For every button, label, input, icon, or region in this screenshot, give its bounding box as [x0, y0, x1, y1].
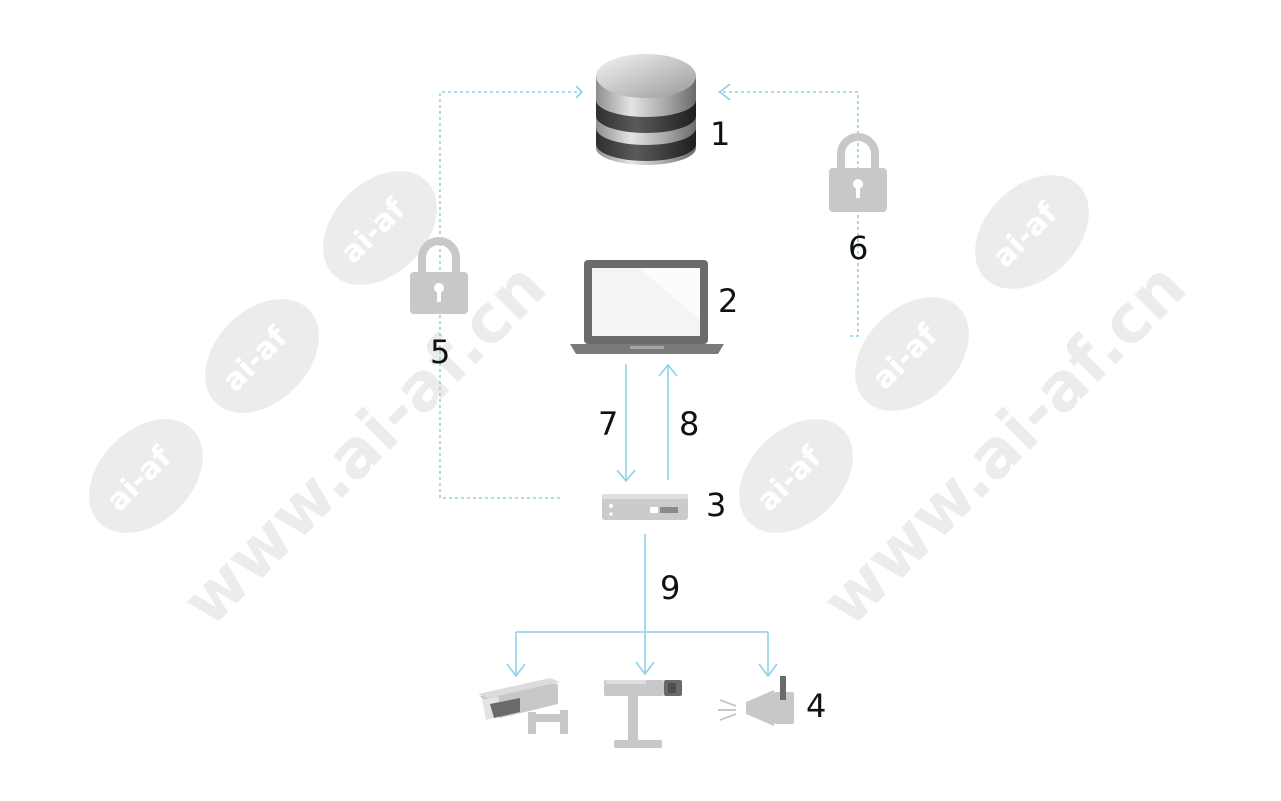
box-camera-icon: [604, 680, 682, 748]
arrowhead-right: [718, 83, 731, 101]
watermark-badge: [89, 419, 203, 533]
label-door-controller: 3: [706, 486, 727, 524]
dashed-connector-left: [439, 85, 584, 499]
arrowhead-right-device: [758, 663, 778, 678]
watermark-url: www.ai-af.cn: [807, 247, 1200, 640]
dashed-connector-right: [718, 91, 859, 337]
horn-speaker-icon: [718, 676, 794, 726]
network-door-controller-icon: [602, 494, 688, 520]
padlock-icon: [829, 133, 887, 212]
label-database: 1: [710, 115, 731, 153]
label-lock-right: 6: [848, 229, 869, 267]
watermark-badge: [205, 299, 319, 413]
arrowhead-left-device: [506, 663, 526, 678]
connector-lines: [439, 83, 859, 678]
label-arrow-down: 7: [598, 405, 619, 443]
bullet-camera-icon: [478, 678, 568, 734]
watermark-badge-text-layer: ai-af ai-af ai-af ai-af ai-af ai-af: [100, 191, 1065, 518]
arrowhead-mid-device: [635, 661, 655, 676]
label-peripherals: 4: [806, 687, 827, 725]
arrowhead-down: [616, 469, 636, 483]
watermark-layer: [89, 171, 1089, 533]
watermark-badge: [739, 419, 853, 533]
label-lock-left: 5: [430, 333, 451, 371]
watermark-badge: [855, 297, 969, 411]
label-arrow-up: 8: [679, 405, 700, 443]
laptop-icon: [570, 260, 724, 354]
watermark-url: www.ai-af.cn: [167, 247, 560, 640]
watermark-badge: [975, 175, 1089, 289]
label-laptop: 2: [718, 282, 739, 320]
label-branch: 9: [660, 569, 681, 607]
watermark-badge: [323, 171, 437, 285]
padlock-icon: [410, 237, 468, 314]
database-icon: [596, 54, 696, 165]
arrowhead-up: [658, 363, 678, 377]
